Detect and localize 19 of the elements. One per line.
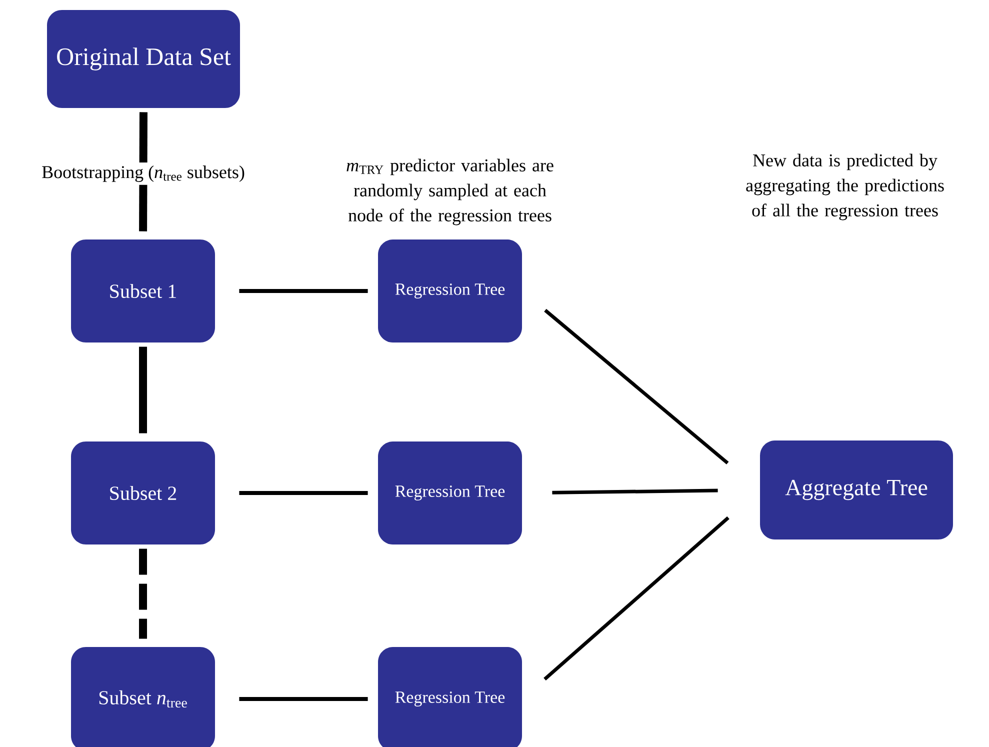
connector-line xyxy=(139,548,147,639)
process-box: Aggregate Tree xyxy=(760,440,953,540)
connector-line xyxy=(139,346,147,434)
connector-line xyxy=(544,308,729,464)
process-box: Regression Tree xyxy=(378,647,522,747)
process-box: Subset n$_{tree}$ xyxy=(71,647,215,747)
note-text: New data is predicted by aggregating the predictions of all the regression trees xyxy=(746,154,944,220)
process-box: Subset 2 xyxy=(71,442,215,544)
process-box: Regression Tree xyxy=(378,240,522,342)
connector-line xyxy=(239,289,368,293)
process-box: Original Data Set xyxy=(47,10,240,108)
edge-label: Bootstrapping (n$_{tree}$ subsets) xyxy=(38,162,248,185)
process-box: Subset 1 xyxy=(71,240,215,342)
connector-line xyxy=(239,491,368,495)
process-box: Regression Tree xyxy=(378,442,522,544)
connector-line xyxy=(139,112,148,232)
connector-line xyxy=(552,488,718,494)
connector-line xyxy=(544,516,730,680)
connector-line xyxy=(239,697,368,701)
